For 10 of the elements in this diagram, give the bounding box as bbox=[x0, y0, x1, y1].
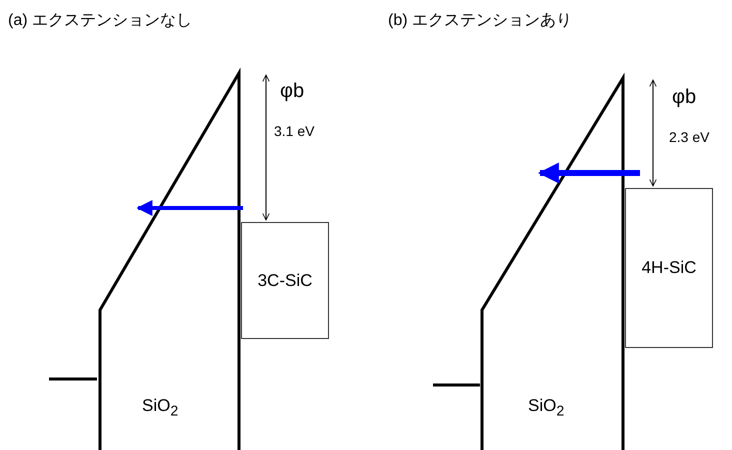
barrier-symbol: φb bbox=[280, 80, 304, 103]
material-label: SiO$_{2}$ bbox=[142, 396, 178, 420]
panel-title: (a) エクステンションなし bbox=[8, 12, 192, 30]
panel-title: (b) エクステンションあり bbox=[388, 12, 572, 30]
barrier-value: 2.3 eV bbox=[669, 129, 710, 146]
barrier-value: 3.1 eV bbox=[274, 123, 314, 140]
barrier-symbol: φb bbox=[672, 86, 696, 109]
material-box: 4H-SiC bbox=[625, 188, 713, 348]
material-box: 3C-SiC bbox=[241, 222, 329, 339]
material-label: SiO$_{2}$ bbox=[528, 396, 564, 420]
